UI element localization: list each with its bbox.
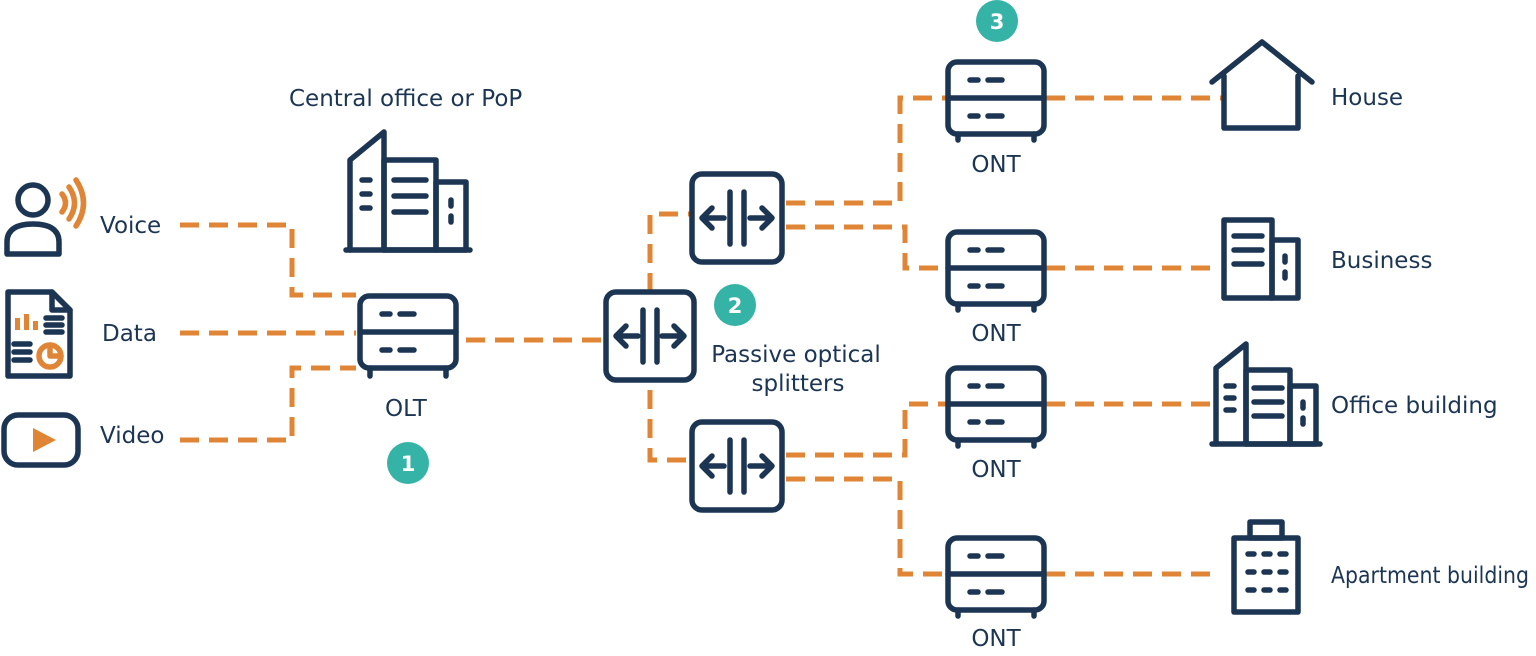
link-upper-ont1 (786, 95, 946, 206)
ont-3-icon (945, 365, 1047, 449)
apartment-building-icon (1231, 519, 1301, 615)
link-lower-ont4 (786, 476, 946, 577)
splitter-main-icon (603, 289, 697, 383)
label-splitters-line1: Passive optical (711, 342, 881, 368)
link-lower-ont3 (786, 401, 946, 458)
label-central-office: Central office or PoP (289, 86, 522, 112)
ont-4-icon (945, 535, 1047, 619)
document-chart-icon (5, 289, 73, 379)
label-ont-3: ONT (971, 457, 1021, 483)
label-ont-1: ONT (971, 152, 1021, 178)
badge-3: 3 (976, 0, 1018, 42)
central-office-building-icon (343, 129, 473, 253)
splitter-lower-icon (689, 419, 785, 513)
house-icon (1209, 39, 1315, 131)
link-splitter-lower (647, 390, 690, 463)
label-business: Business (1331, 248, 1432, 274)
splitter-upper-icon (689, 171, 785, 265)
video-play-icon (1, 412, 81, 468)
olt-device-icon (357, 293, 459, 379)
badge-2: 2 (714, 284, 756, 326)
label-data: Data (102, 321, 157, 347)
badge-2-number: 2 (728, 294, 743, 318)
fiber-links (180, 95, 1222, 577)
business-building-icon (1221, 217, 1301, 301)
label-voice: Voice (100, 213, 161, 239)
office-building-icon (1209, 341, 1323, 447)
label-apartment: Apartment building (1331, 563, 1529, 589)
label-house: House (1331, 85, 1403, 111)
label-splitters-line2: splitters (752, 371, 845, 397)
person-voice-icon (4, 177, 87, 257)
label-video: Video (100, 423, 164, 449)
ont-1-icon (945, 59, 1047, 143)
label-ont-2: ONT (971, 321, 1021, 347)
link-video-olt (180, 365, 356, 443)
badge-3-number: 3 (990, 10, 1005, 34)
badge-1-number: 1 (401, 452, 416, 476)
badge-1: 1 (387, 442, 429, 484)
link-voice-olt (180, 222, 356, 298)
link-upper-ont2 (786, 224, 946, 271)
label-ont-4: ONT (971, 626, 1021, 652)
label-office: Office building (1331, 393, 1498, 419)
ont-2-icon (945, 229, 1047, 313)
label-olt: OLT (385, 396, 428, 422)
link-splitter-upper (647, 211, 690, 292)
